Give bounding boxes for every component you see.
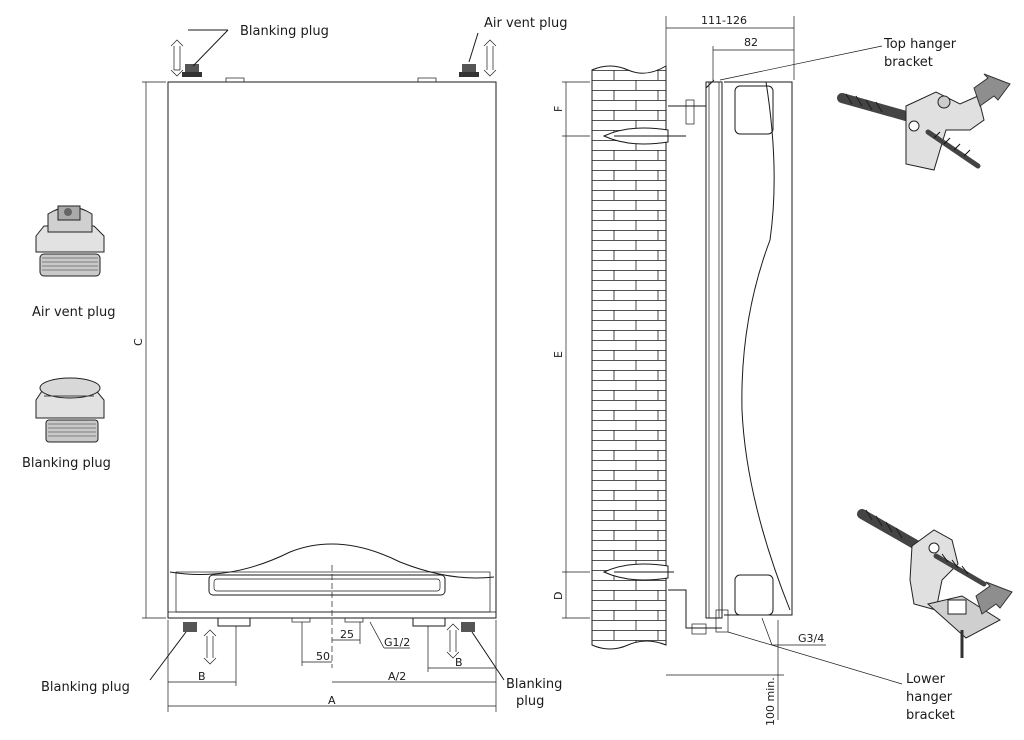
double-arrow-icon (170, 39, 497, 665)
top-blanking-plug (182, 29, 229, 77)
dim-B-left: B (198, 670, 206, 683)
radiator-side-view (602, 79, 793, 635)
dim-B-right: B (455, 656, 463, 669)
dim-C: C (132, 338, 145, 346)
air-vent-plug-illustration (35, 205, 105, 277)
front-dimensions (142, 81, 497, 712)
top-hanger-bracket-illustration (837, 73, 1011, 171)
label-air-vent-plug-side: Air vent plug (32, 305, 116, 320)
bottom-blanking-plug-left (149, 622, 197, 681)
dim-82: 82 (744, 36, 758, 49)
brick-wall (591, 65, 667, 650)
dim-E: E (552, 351, 565, 358)
label-top-hanger-line1: Top hanger (883, 37, 957, 52)
side-dimensions (562, 16, 903, 720)
label-lower-hanger-line1: Lower (906, 672, 946, 687)
dim-50: 50 (316, 650, 330, 663)
blanking-plug-illustration (35, 377, 105, 443)
label-blanking-plug-top: Blanking plug (240, 24, 329, 39)
label-lower-hanger-line2: hanger (906, 690, 953, 705)
label-blanking-plug-bottom-left: Blanking plug (41, 680, 130, 695)
label-top-hanger-line2: bracket (884, 55, 933, 70)
dim-25: 25 (340, 628, 354, 641)
dim-A-half: A/2 (388, 670, 406, 683)
bottom-blanking-plug-right (461, 622, 505, 681)
label-blanking-plug-bottom-right-line1: Blanking (506, 677, 562, 692)
label-blanking-plug-side: Blanking plug (22, 456, 111, 471)
dim-D: D (552, 592, 565, 600)
radiator-front-view (167, 77, 497, 668)
dim-G12: G1/2 (384, 636, 410, 649)
dim-100-min: 100 min. (764, 677, 777, 726)
dim-111-126: 111-126 (701, 14, 747, 27)
label-lower-hanger-line3: bracket (906, 708, 955, 723)
top-air-vent-plug (459, 32, 479, 77)
label-air-vent-plug-top: Air vent plug (484, 16, 568, 31)
lower-hanger-bracket-illustration (857, 509, 1013, 658)
label-blanking-plug-bottom-right-line2: plug (516, 694, 544, 709)
dim-F: F (552, 106, 565, 112)
dim-A: A (328, 694, 336, 707)
dim-G34: G3/4 (798, 632, 824, 645)
